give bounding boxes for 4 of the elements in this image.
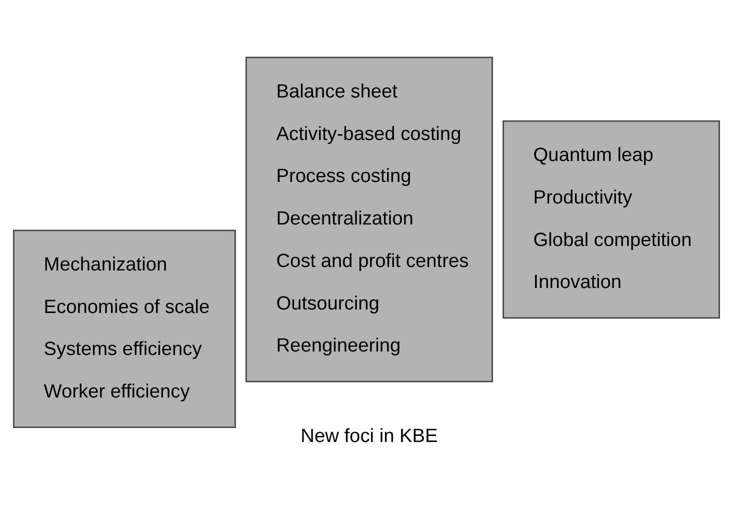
label: New foci in KBE xyxy=(300,426,438,447)
node-box: Quantum leap Productivity Global competition Innovation xyxy=(502,120,720,319)
node-box: Mechanization Economies of scale Systems efficiency Worker efficiency xyxy=(13,230,236,428)
node-box: Balance sheet Activity-based costing Process costing Decentralization Cost and profit centres Outsourcing Reengineering xyxy=(245,56,493,382)
